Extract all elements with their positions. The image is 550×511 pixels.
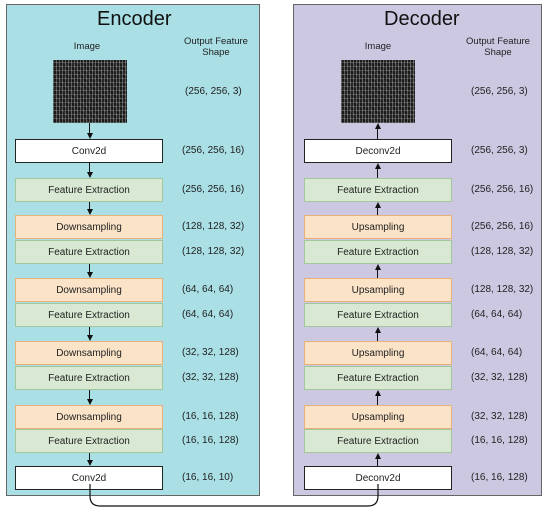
decoder-upsampling-block: Upsampling [304,215,452,239]
flow-line [89,123,91,133]
down-arrow [86,460,93,466]
up-arrow [374,264,381,270]
down-arrow [86,399,93,405]
encoder-image-header: Image [73,41,101,52]
down-arrow [86,133,93,139]
decoder-shape-label: (128, 128, 32) [471,284,534,295]
up-arrow [374,390,381,396]
up-arrow [374,163,381,169]
encoder-input-image [53,60,127,123]
encoder-conv2d-block: Conv2d [15,139,163,163]
encoder-shape-label: (256, 256, 16) [182,184,245,195]
decoder-output-image [341,60,415,123]
encoder-feature-extraction-block: Feature Extraction [15,240,163,264]
flow-line [377,169,379,178]
encoder-feature-extraction-block: Feature Extraction [15,303,163,327]
decoder-title: Decoder [384,8,460,30]
encoder-conv2d-block: Conv2d [15,466,163,490]
decoder-feature-extraction-block: Feature Extraction [304,429,452,453]
flow-line [89,264,91,272]
decoder-shape-label: (256, 256, 3) [471,145,528,156]
decoder-shape-label: (16, 16, 128) [471,472,528,483]
flow-line [89,163,91,172]
flow-line [377,396,379,405]
decoder-feature-extraction-block: Feature Extraction [304,178,452,202]
decoder-feature-extraction-block: Feature Extraction [304,366,452,390]
decoder-shape-header: Output Feature Shape [466,36,530,58]
encoder-shape-label: (64, 64, 64) [182,309,234,320]
down-arrow [86,335,93,341]
decoder-feature-extraction-block: Feature Extraction [304,240,452,264]
encoder-downsampling-block: Downsampling [15,341,163,365]
encoder-downsampling-block: Downsampling [15,215,163,239]
encoder-feature-extraction-block: Feature Extraction [15,366,163,390]
decoder-shape-label: (128, 128, 32) [471,246,534,257]
down-arrow [86,209,93,215]
encoder-shape-label: (128, 128, 32) [182,246,245,257]
decoder-shape-label: (16, 16, 128) [471,435,528,446]
flow-line [89,453,91,460]
encoder-shape-label: (256, 256, 16) [182,145,245,156]
decoder-upsampling-block: Upsampling [304,405,452,429]
decoder-shape-label: (64, 64, 64) [471,309,523,320]
flow-line [89,202,91,209]
decoder-shape-label: (32, 32, 128) [471,372,528,383]
decoder-shape-label: (256, 256, 16) [471,221,534,232]
flow-line [377,270,379,278]
flow-line [89,390,91,399]
encoder-downsampling-block: Downsampling [15,278,163,302]
encoder-shape-label: (16, 16, 128) [182,435,239,446]
encoder-shape-header: Output Feature Shape [184,36,248,58]
down-arrow [86,272,93,278]
flow-line [377,129,379,139]
encoder-shape-label: (16, 16, 10) [182,472,234,483]
encoder-title: Encoder [97,8,172,30]
up-arrow [374,202,381,208]
encoder-image-shape: (256, 256, 3) [185,86,242,97]
down-arrow [86,172,93,178]
encoder-shape-label: (128, 128, 32) [182,221,245,232]
encoder-feature-extraction-block: Feature Extraction [15,178,163,202]
decoder-shape-label: (256, 256, 16) [471,184,534,195]
up-arrow [374,123,381,129]
decoder-upsampling-block: Upsampling [304,278,452,302]
decoder-deconv2d-block: Deconv2d [304,139,452,163]
encoder-feature-extraction-block: Feature Extraction [15,429,163,453]
decoder-image-shape: (256, 256, 3) [471,86,528,97]
encoder-shape-label: (64, 64, 64) [182,284,234,295]
up-arrow [374,453,381,459]
flow-line [377,333,379,341]
decoder-shape-label: (64, 64, 64) [471,347,523,358]
flow-line [377,459,379,466]
up-arrow [374,327,381,333]
encoder-shape-label: (16, 16, 128) [182,411,239,422]
encoder-shape-label: (32, 32, 128) [182,347,239,358]
encoder-downsampling-block: Downsampling [15,405,163,429]
decoder-image-header: Image [364,41,392,52]
flow-line [377,208,379,215]
decoder-shape-label: (32, 32, 128) [471,411,528,422]
flow-line [89,327,91,335]
decoder-upsampling-block: Upsampling [304,341,452,365]
encoder-shape-label: (32, 32, 128) [182,372,239,383]
decoder-feature-extraction-block: Feature Extraction [304,303,452,327]
